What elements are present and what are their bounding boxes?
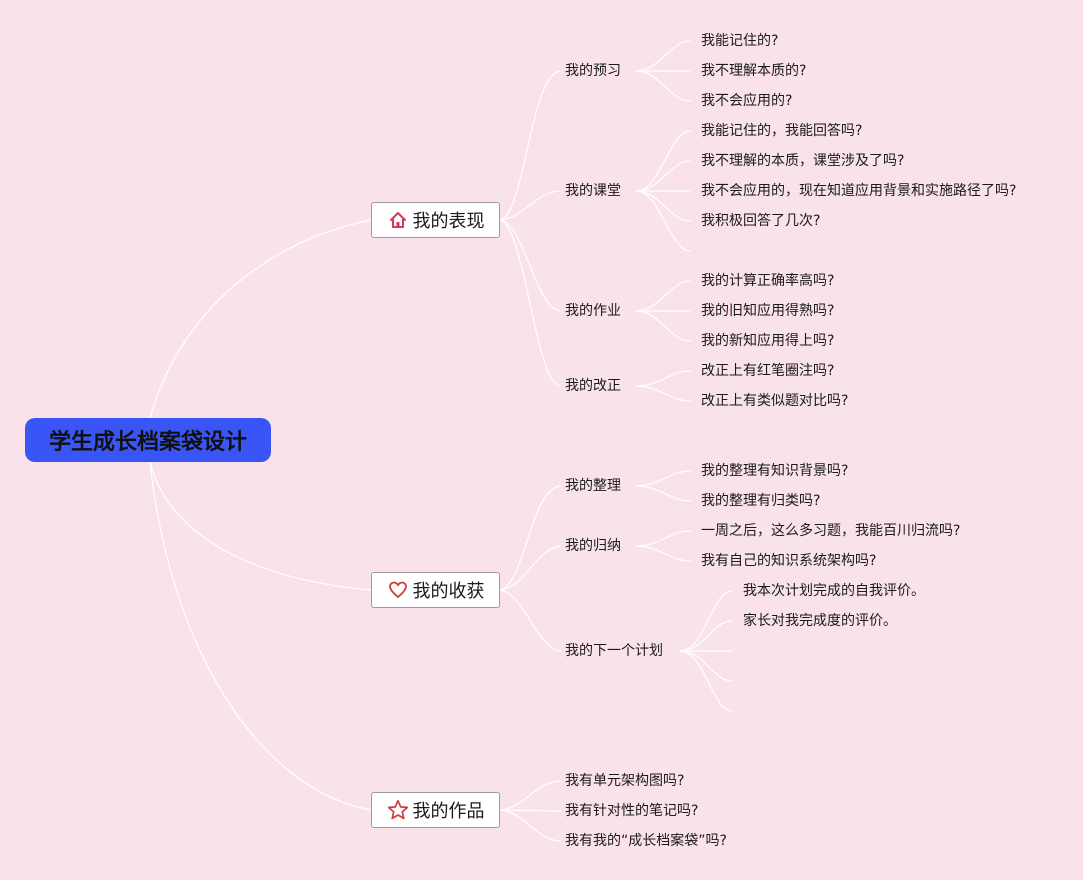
connector-yuxi-3	[635, 70, 691, 102]
connector-jihua-1	[679, 590, 733, 652]
connector-root-zuopin	[149, 461, 372, 811]
leaf-topic[interactable]: 我能记住的?	[701, 33, 779, 49]
leaf-topic[interactable]: 改正上有类似题对比吗?	[701, 393, 849, 409]
leaf-topic[interactable]: 我不理解本质的?	[701, 63, 807, 79]
leaf-topic[interactable]: 我积极回答了几次?	[701, 213, 821, 229]
branch-zuopin[interactable]: 我的作品	[371, 792, 500, 828]
subtopic-zuoye[interactable]: 我的作业	[565, 303, 621, 319]
branch-label: 我的收获	[412, 581, 485, 602]
leaf-topic[interactable]: 我的整理有归类吗?	[701, 493, 821, 509]
connector-jihua-2	[679, 620, 733, 652]
connector-biaoxian-yuxi	[499, 70, 561, 221]
leaf-topic[interactable]: 改正上有红笔圈注吗?	[701, 363, 835, 379]
connector-biaoxian-gaizheng	[499, 219, 561, 387]
leaf-topic[interactable]: 我有单元架构图吗?	[565, 773, 685, 789]
connector-shouhuo-guina	[499, 545, 561, 591]
leaf-topic[interactable]: 我有针对性的笔记吗?	[565, 803, 699, 819]
leaf-topic[interactable]: 我不会应用的，现在知道应用背景和实施路径了吗?	[701, 183, 1017, 199]
leaf-topic[interactable]: 我不理解的本质，课堂涉及了吗?	[701, 153, 905, 169]
branch-label: 我的作品	[412, 801, 485, 822]
connector-zuoye-1	[635, 280, 691, 312]
leaf-topic[interactable]: 一周之后，这么多习题，我能百川归流吗?	[701, 523, 961, 539]
connector-biaoxian-zuoye	[499, 219, 561, 312]
connector-yuxi-1	[635, 40, 691, 72]
connector-zuopin-3	[499, 809, 561, 842]
subtopic-zhengli[interactable]: 我的整理	[565, 478, 621, 494]
branch-biaoxian[interactable]: 我的表现	[371, 202, 500, 238]
subtopic-jihua[interactable]: 我的下一个计划	[565, 643, 663, 659]
connector-gaizheng-2	[635, 385, 691, 402]
subtopic-gaizheng[interactable]: 我的改正	[565, 378, 621, 394]
connector-zuoye-3	[635, 310, 691, 342]
connector-ketang-5	[635, 190, 691, 252]
leaf-topic[interactable]: 我不会应用的?	[701, 93, 793, 109]
leaf-topic[interactable]: 我的计算正确率高吗?	[701, 273, 835, 289]
connector-shouhuo-zhengli	[499, 485, 561, 591]
leaf-topic[interactable]: 我的新知应用得上吗?	[701, 333, 835, 349]
connector-guina-2	[635, 545, 691, 562]
connector-root-shouhuo	[149, 461, 372, 591]
branch-shouhuo[interactable]: 我的收获	[371, 572, 500, 608]
leaf-topic[interactable]: 我能记住的，我能回答吗?	[701, 123, 863, 139]
house-icon	[387, 209, 409, 231]
connector-ketang-4	[635, 190, 691, 222]
connector-biaoxian-ketang	[499, 190, 561, 221]
connector-zhengli-2	[635, 485, 691, 502]
subtopic-yuxi[interactable]: 我的预习	[565, 63, 621, 79]
leaf-topic[interactable]: 我的整理有知识背景吗?	[701, 463, 849, 479]
star-icon	[387, 799, 409, 821]
connector-zuopin-1	[499, 780, 561, 811]
connector-zhengli-1	[635, 470, 691, 487]
connector-jihua-5	[679, 650, 733, 712]
connector-zuopin-2	[499, 809, 561, 812]
connector-ketang-2	[635, 160, 691, 192]
subtopic-guina[interactable]: 我的归纳	[565, 538, 621, 554]
branch-label: 我的表现	[412, 211, 485, 232]
leaf-topic[interactable]: 我本次计划完成的自我评价。	[743, 583, 925, 599]
root-topic[interactable]: 学生成长档案袋设计	[25, 418, 271, 462]
heart-icon	[387, 579, 409, 601]
leaf-topic[interactable]: 我有我的“成长档案袋”吗?	[565, 833, 727, 849]
subtopic-ketang[interactable]: 我的课堂	[565, 183, 621, 199]
connector-guina-1	[635, 530, 691, 547]
connector-root-biaoxian	[149, 219, 372, 419]
leaf-topic[interactable]: 我的旧知应用得熟吗?	[701, 303, 835, 319]
leaf-topic[interactable]: 家长对我完成度的评价。	[743, 613, 897, 629]
connector-shouhuo-jihua	[499, 589, 561, 652]
connector-gaizheng-1	[635, 370, 691, 387]
leaf-topic[interactable]: 我有自己的知识系统架构吗?	[701, 553, 877, 569]
connector-ketang-1	[635, 130, 691, 192]
